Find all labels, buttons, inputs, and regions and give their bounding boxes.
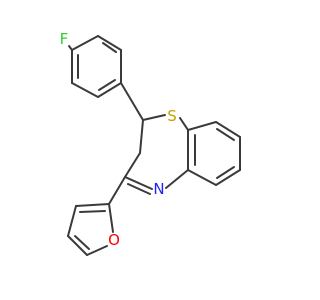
atom-label-nitrogen: N — [153, 180, 164, 198]
bond — [124, 152, 141, 178]
bond — [79, 210, 106, 213]
bond — [216, 166, 235, 179]
bond — [86, 245, 108, 256]
bond — [179, 117, 189, 131]
bond — [71, 35, 99, 51]
bond — [187, 169, 217, 186]
bond — [71, 82, 99, 98]
bond — [102, 42, 117, 53]
bond — [139, 119, 144, 154]
bond — [215, 169, 241, 186]
bond — [97, 35, 122, 51]
bond — [142, 114, 166, 121]
bond — [120, 82, 144, 121]
bond — [74, 235, 90, 250]
bond — [165, 169, 189, 189]
bond — [215, 121, 241, 138]
atom-label-sulfur: S — [167, 107, 177, 125]
bond — [127, 183, 151, 195]
bond — [98, 79, 116, 91]
bond — [68, 45, 73, 51]
bond — [108, 176, 126, 205]
atom-label-fluorine: F — [60, 30, 69, 48]
atom-label-layer: F S N O — [60, 30, 177, 249]
bond — [97, 82, 122, 98]
bond — [124, 176, 153, 190]
molecule-diagram: F S N O — [60, 30, 241, 256]
bond-layer — [67, 35, 241, 256]
bond — [187, 121, 217, 131]
bond — [108, 203, 114, 233]
bond — [67, 235, 88, 256]
atom-label-oxygen: O — [108, 231, 120, 249]
bond — [75, 203, 110, 207]
bond — [216, 128, 235, 141]
bond — [67, 205, 77, 237]
